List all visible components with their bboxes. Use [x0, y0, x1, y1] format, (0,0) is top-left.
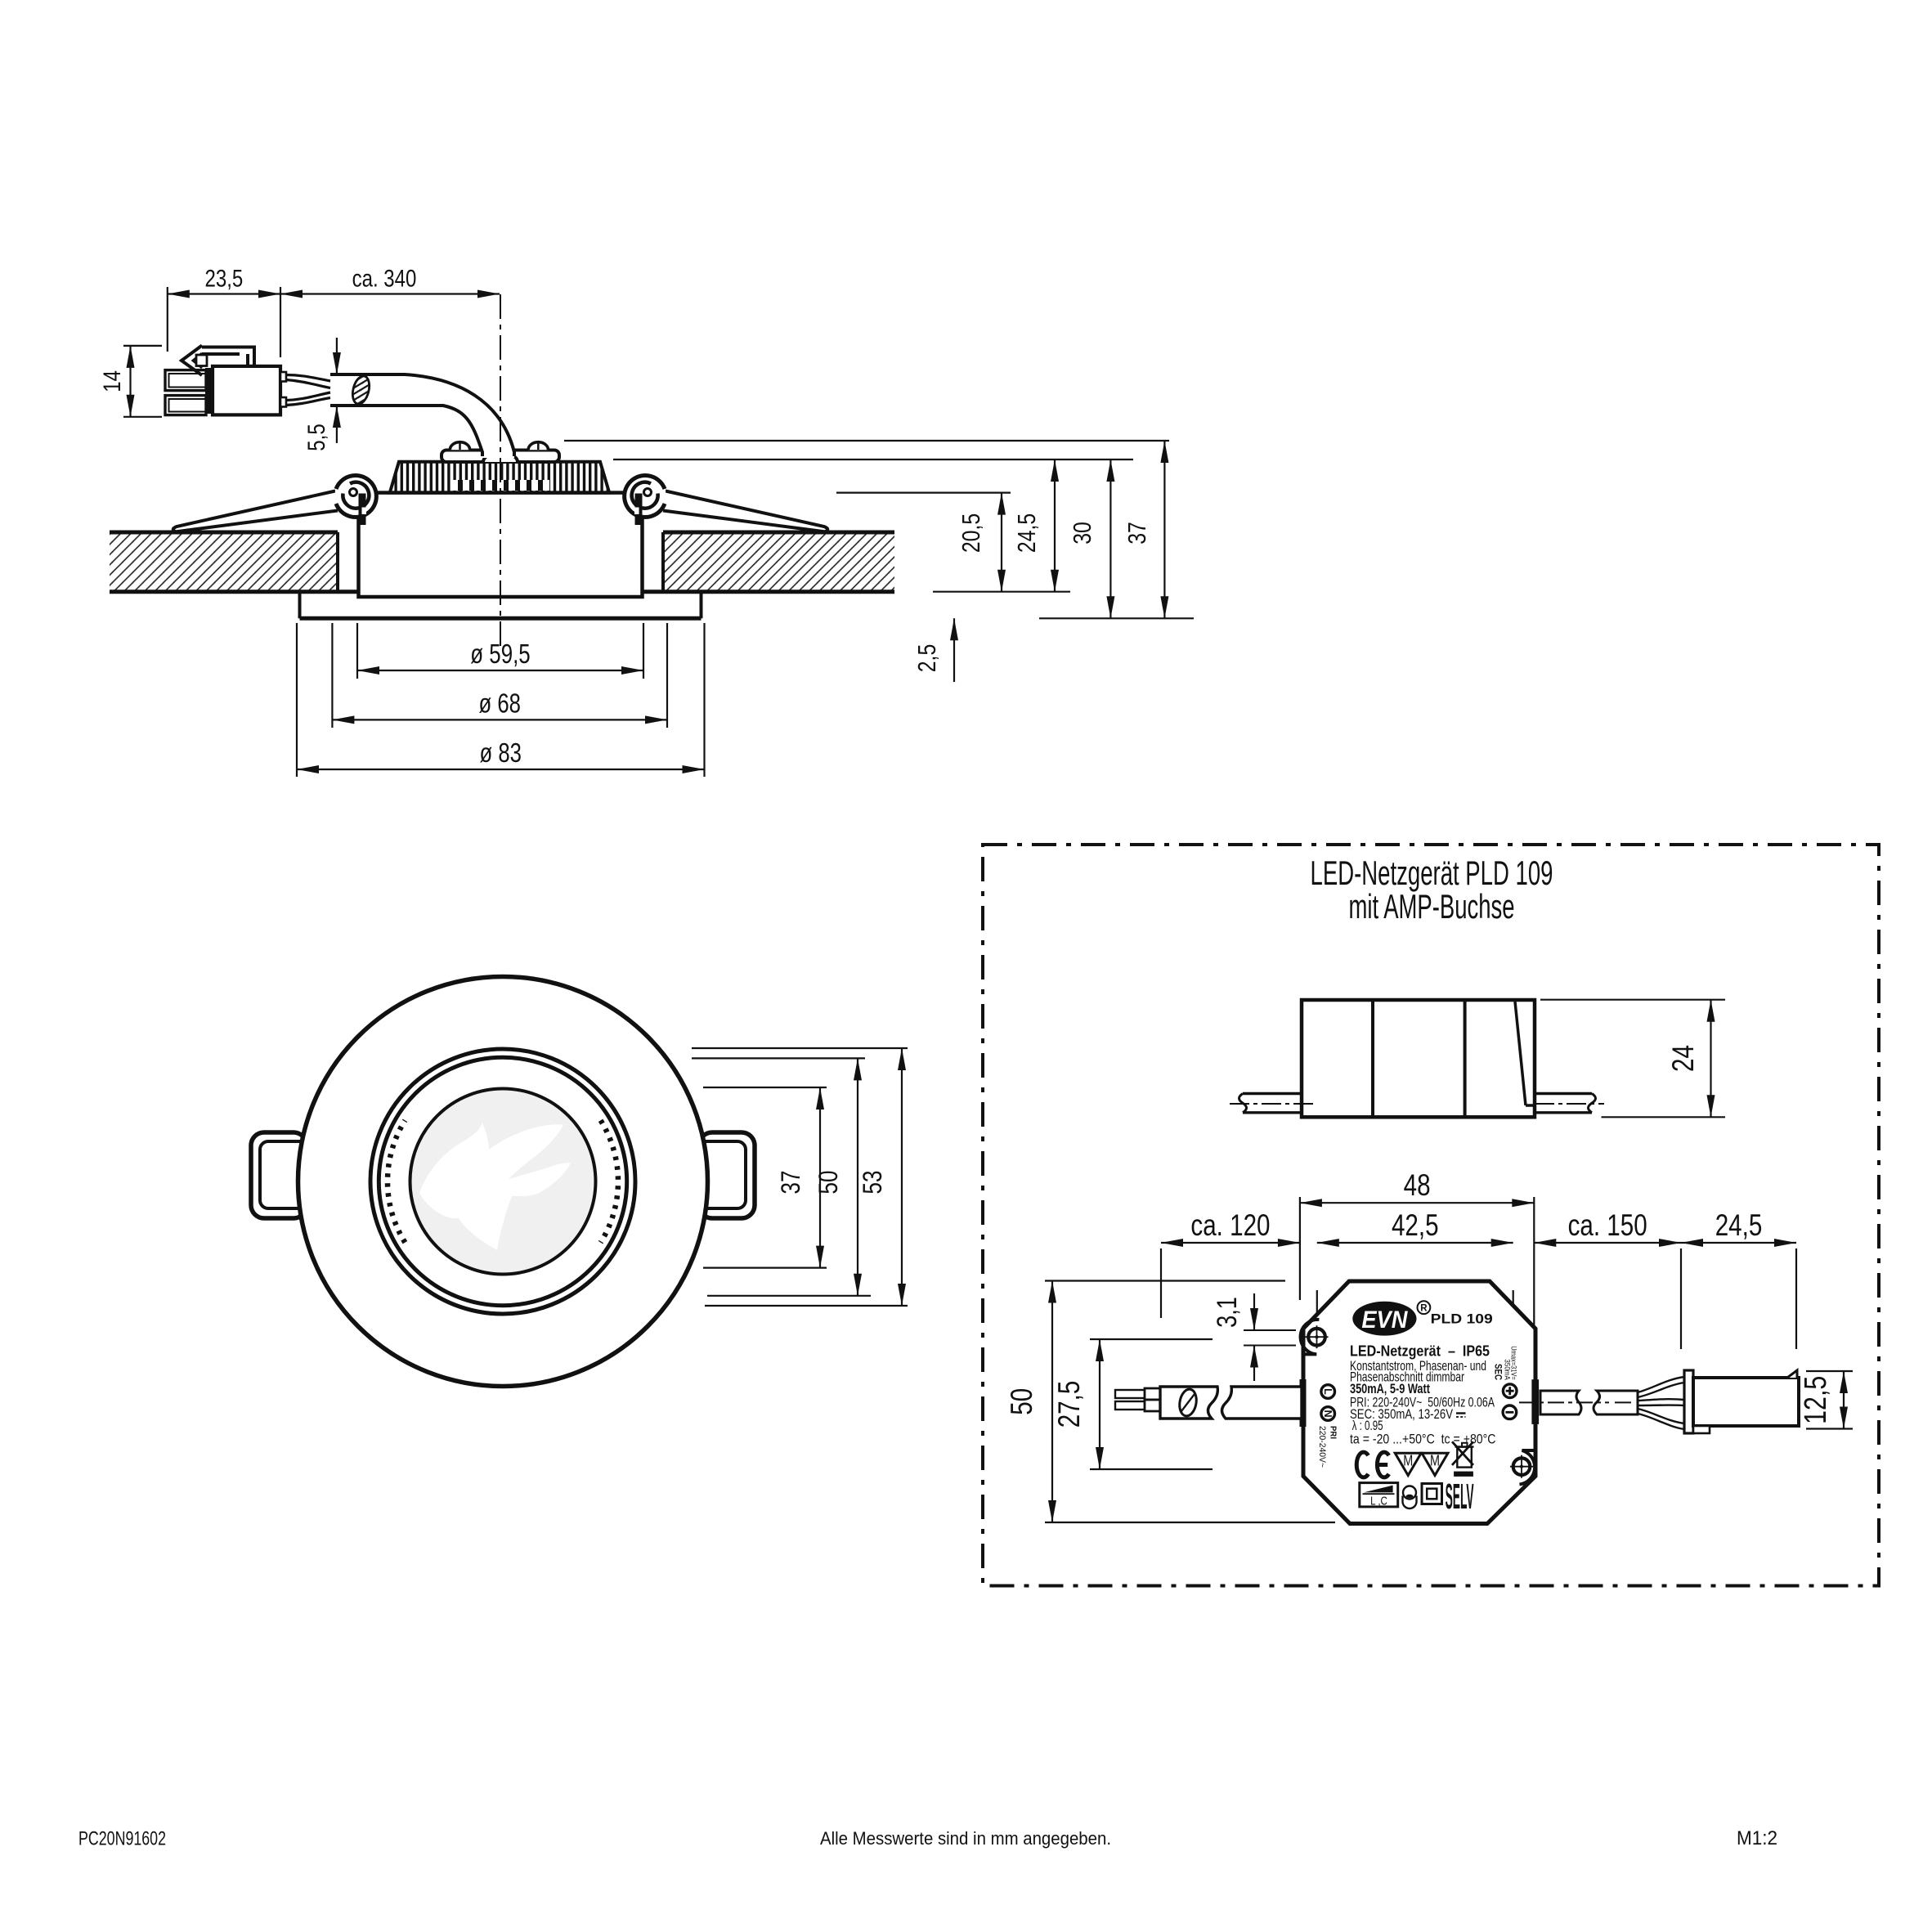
- svg-text:37: 37: [1123, 522, 1151, 545]
- svg-text:Umax=31V=: Umax=31V=: [1509, 1346, 1518, 1380]
- svg-text:ø 83: ø 83: [480, 737, 522, 768]
- svg-text:24,5: 24,5: [1012, 513, 1041, 553]
- svg-text:M: M: [1430, 1452, 1440, 1468]
- svg-text:50: 50: [1005, 1388, 1038, 1415]
- svg-text:23,5: 23,5: [205, 266, 244, 293]
- svg-text:N: N: [1322, 1410, 1334, 1417]
- svg-text:24,5: 24,5: [1715, 1208, 1763, 1242]
- svg-text:PC20N91602: PC20N91602: [78, 1828, 166, 1850]
- svg-text:SEC: 350mA, 13-26V: SEC: 350mA, 13-26V: [1350, 1406, 1454, 1422]
- svg-text:24: 24: [1666, 1045, 1700, 1072]
- svg-text:LED-Netzgerät PLD 109: LED-Netzgerät PLD 109: [1311, 854, 1553, 892]
- svg-text:ca. 340: ca. 340: [352, 266, 417, 293]
- svg-text:LED-Netzgerät – IP65: LED-Netzgerät – IP65: [1350, 1343, 1490, 1360]
- svg-text:350mA: 350mA: [1503, 1359, 1512, 1380]
- svg-text:ca. 120: ca. 120: [1190, 1208, 1270, 1242]
- svg-text:L: L: [1322, 1388, 1334, 1395]
- svg-text:ø 59,5: ø 59,5: [470, 639, 530, 669]
- svg-text:PRI: PRI: [1328, 1426, 1337, 1439]
- svg-text:350mA, 5-9 Watt: 350mA, 5-9 Watt: [1350, 1381, 1430, 1396]
- svg-text:ta = -20 ...+50°C tc = +80°C: ta = -20 ...+50°C tc = +80°C: [1350, 1431, 1496, 1446]
- svg-text:27,5: 27,5: [1052, 1381, 1086, 1428]
- svg-text:Alle Messwerte sind in mm ange: Alle Messwerte sind in mm angegeben.: [820, 1828, 1111, 1849]
- svg-text:λ : 0.95: λ : 0.95: [1352, 1418, 1383, 1433]
- svg-text:5,5: 5,5: [303, 424, 330, 451]
- svg-text:48: 48: [1404, 1168, 1431, 1202]
- svg-text:L ,C: L ,C: [1370, 1495, 1387, 1508]
- svg-text:ø 68: ø 68: [479, 688, 521, 718]
- svg-text:PLD 109: PLD 109: [1431, 1311, 1493, 1326]
- svg-text:3,1: 3,1: [1212, 1297, 1243, 1328]
- svg-text:ca. 150: ca. 150: [1568, 1208, 1647, 1242]
- svg-text:220-240V~: 220-240V~: [1317, 1426, 1327, 1468]
- svg-text:42,5: 42,5: [1392, 1208, 1439, 1242]
- svg-text:37: 37: [776, 1171, 805, 1195]
- svg-text:SELV: SELV: [1446, 1477, 1474, 1517]
- svg-text:50: 50: [814, 1171, 843, 1195]
- svg-text:M1:2: M1:2: [1737, 1827, 1777, 1849]
- svg-text:30: 30: [1068, 522, 1096, 545]
- svg-text:12,5: 12,5: [1799, 1376, 1833, 1424]
- svg-text:SEC: SEC: [1492, 1364, 1504, 1380]
- svg-text:R: R: [1420, 1303, 1428, 1313]
- svg-text:Phasenabschnitt dimmbar: Phasenabschnitt dimmbar: [1350, 1369, 1464, 1385]
- svg-text:20,5: 20,5: [957, 513, 985, 553]
- svg-text:mit AMP-Buchse: mit AMP-Buchse: [1349, 887, 1515, 926]
- svg-text:EVN: EVN: [1361, 1307, 1408, 1334]
- svg-text:14: 14: [99, 370, 126, 392]
- svg-text:PRI: 220-240V~ 50/60Hz 0.06A: PRI: 220-240V~ 50/60Hz 0.06A: [1350, 1395, 1495, 1410]
- svg-text:M: M: [1403, 1452, 1413, 1468]
- svg-text:Konstantstrom, Phasenan- und: Konstantstrom, Phasenan- und: [1350, 1358, 1486, 1374]
- svg-text:53: 53: [858, 1171, 887, 1195]
- svg-text:2,5: 2,5: [912, 644, 941, 673]
